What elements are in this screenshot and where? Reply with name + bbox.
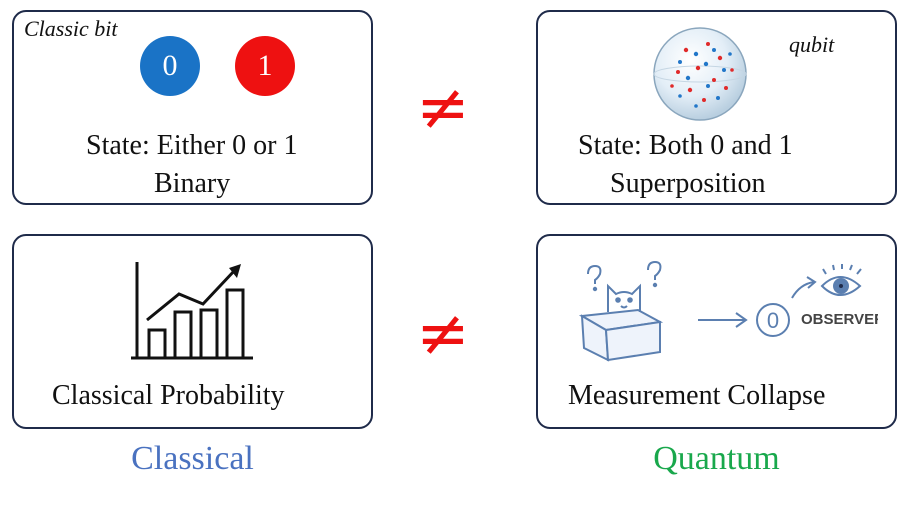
classical-probability-card: Classical Probability xyxy=(12,234,373,429)
qubit-state-text: State: Both 0 and 1 xyxy=(578,130,793,161)
measurement-collapse-card: 0 OBSERVER Measurement Collapse xyxy=(536,234,897,429)
bit-one-circle: 1 xyxy=(235,36,295,96)
bar-chart-trend-icon xyxy=(131,262,253,360)
qubit-card: qubit State: Both 0 and 1 Superposition xyxy=(536,10,897,205)
not-equal-symbol-top: ≠ xyxy=(416,71,470,145)
qubit-label: qubit xyxy=(789,32,835,57)
classic-type-text: Binary xyxy=(154,168,231,199)
quantum-footer-label: Quantum xyxy=(653,440,780,477)
observer-label: OBSERVER xyxy=(801,311,878,328)
measurement-collapse-caption: Measurement Collapse xyxy=(568,380,826,411)
qubit-type-text: Superposition xyxy=(610,168,766,199)
not-equal-symbol-bottom: ≠ xyxy=(416,297,470,371)
bit-zero-circle: 0 xyxy=(140,36,200,96)
classic-bit-card: Classic bit 0 1 State: Either 0 or 1 Bin… xyxy=(12,10,373,205)
classic-state-text: State: Either 0 or 1 xyxy=(86,130,298,161)
classical-probability-caption: Classical Probability xyxy=(52,380,285,411)
classical-footer-label: Classical xyxy=(131,440,254,477)
classic-bit-label: Classic bit xyxy=(24,16,118,41)
collapsed-zero-state: 0 xyxy=(767,308,779,333)
measurement-illustration: 0 OBSERVER xyxy=(578,260,878,362)
qubit-sphere-icon xyxy=(653,27,747,121)
